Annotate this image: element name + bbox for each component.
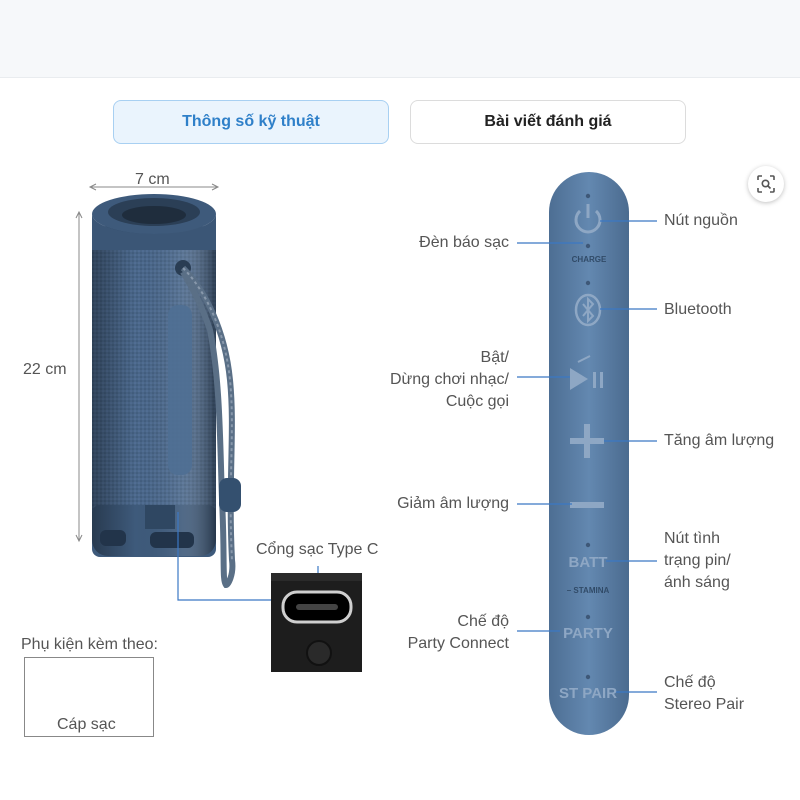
power-label: Nút nguồn [664, 212, 738, 229]
accessory-box [24, 657, 154, 737]
stamina-text: – STAMINA [567, 586, 610, 595]
batt-label-line1: Nút tình [664, 530, 721, 547]
tab-specifications[interactable]: Thông số kỹ thuật [113, 100, 389, 144]
plus-icon [570, 424, 604, 458]
tab-review-articles[interactable]: Bài viết đánh giá [410, 100, 686, 144]
height-dimension [75, 210, 83, 543]
play-label-line2: Dừng chơi nhạc/ [389, 371, 509, 388]
batt-label-line3: ánh sáng [664, 574, 730, 591]
port-label: Cổng sạc Type C [256, 541, 379, 558]
accessories-title: Phụ kiện kèm theo: [21, 636, 158, 653]
charge-text: CHARGE [572, 255, 607, 264]
party-text: PARTY [563, 625, 613, 642]
bluetooth-icon [574, 293, 602, 327]
play-pause-icon [570, 355, 603, 390]
vol-up-label: Tăng âm lượng [664, 432, 775, 449]
image-search-icon[interactable] [748, 166, 784, 202]
play-label-line1: Bật/ [480, 349, 509, 366]
stereo-label-line2: Stereo Pair [664, 696, 745, 713]
minus-icon [570, 502, 604, 508]
width-dimension [88, 183, 220, 191]
vol-down-label: Giảm âm lượng [397, 495, 509, 512]
height-label: 22 cm [23, 361, 67, 378]
accessory-item-label: Cáp sạc [57, 716, 116, 733]
stereo-label-line1: Chế độ [664, 674, 716, 691]
party-label-line1: Chế độ [457, 613, 509, 630]
stpair-text: ST PAIR [559, 685, 617, 702]
party-label-line2: Party Connect [407, 635, 509, 652]
top-band [0, 0, 800, 78]
usb-c-port-image [271, 573, 362, 672]
charge-led-label: Đèn báo sạc [419, 234, 509, 251]
bluetooth-label: Bluetooth [664, 301, 732, 318]
batt-text: BATT [569, 554, 608, 571]
play-label-line3: Cuộc gọi [445, 393, 509, 410]
speaker-image [92, 194, 241, 589]
width-label: 7 cm [135, 171, 170, 188]
power-icon [574, 204, 602, 234]
batt-label-line2: trạng pin/ [664, 552, 731, 569]
